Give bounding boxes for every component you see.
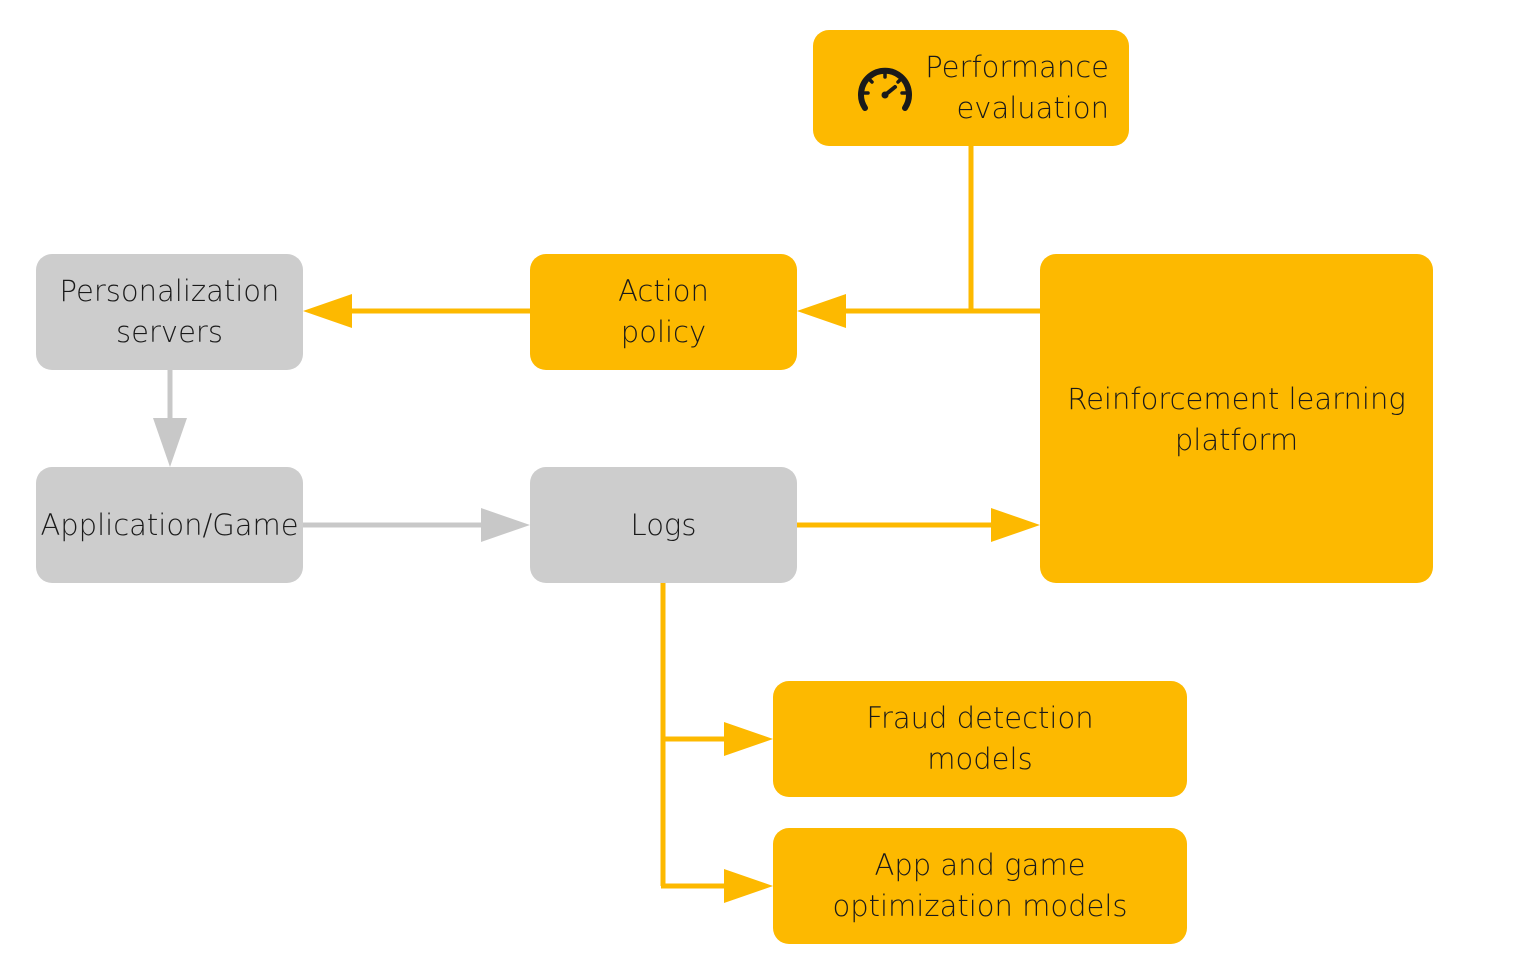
speedometer-icon <box>858 67 912 111</box>
arrowhead-optimization-models <box>724 869 773 903</box>
action-policy-label: Action policy <box>618 274 709 349</box>
arrowhead-application-game <box>153 418 187 467</box>
arrowhead-rl-platform <box>991 508 1040 542</box>
personalization-servers-box[interactable]: Personalization servers <box>36 254 303 370</box>
app-game-optimization-models-box[interactable]: App and game optimization models <box>773 828 1187 944</box>
arrowhead-personalization-servers <box>303 294 352 328</box>
application-game-box[interactable]: Application/Game <box>36 467 303 583</box>
arrowhead-action-policy <box>797 294 846 328</box>
performance-evaluation-box[interactable]: Performance evaluation <box>813 30 1129 146</box>
app-game-optimization-models-label: App and game optimization models <box>832 848 1128 923</box>
logs-box[interactable]: Logs <box>530 467 797 583</box>
logs-label: Logs <box>630 507 697 542</box>
application-game-label: Application/Game <box>40 507 299 542</box>
reinforcement-learning-platform-label: Reinforcement learning platform <box>1067 382 1406 457</box>
performance-evaluation-label: Performance evaluation <box>925 50 1109 125</box>
arrowhead-logs <box>481 508 530 542</box>
fraud-detection-models-label: Fraud detection models <box>866 701 1094 776</box>
reinforcement-learning-platform-box[interactable]: Reinforcement learning platform <box>1040 254 1433 583</box>
personalization-servers-label: Personalization servers <box>59 274 280 349</box>
arrowhead-fraud-models <box>724 722 773 756</box>
action-policy-box[interactable]: Action policy <box>530 254 797 370</box>
fraud-detection-models-box[interactable]: Fraud detection models <box>773 681 1187 797</box>
